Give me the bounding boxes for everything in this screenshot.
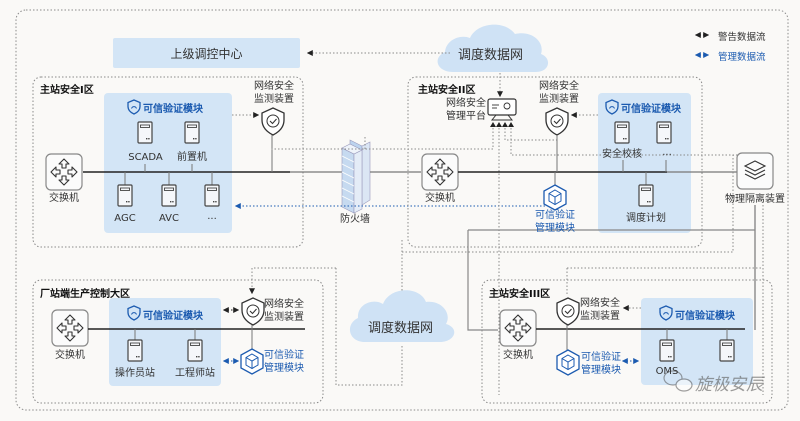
zone2-trust-mgmt-label: 可信验证管理模块 (535, 210, 575, 234)
server-label-more: ... (662, 147, 672, 158)
plant-switch-label: 交换机 (55, 350, 85, 361)
plant-monitor-shield-icon (241, 297, 265, 326)
zone2-trust-mgmt-cube-icon (543, 184, 567, 211)
server-label-security-check: 安全校核 (602, 149, 642, 160)
firewall-label: 防火墙 (340, 214, 370, 225)
server-icon (614, 121, 630, 144)
legend-warning: 警告数据流 (718, 29, 766, 43)
zone1-monitor-label: 网络安全监测装置 (254, 81, 294, 105)
zone3-switch-icon (499, 309, 537, 347)
zone3-trust-mgmt-label: 可信验证管理模块 (581, 352, 621, 376)
server-icon (719, 339, 735, 362)
plant-zone-title: 厂站端生产控制大区 (40, 289, 130, 300)
zone2-monitor-shield-icon (545, 107, 569, 136)
physical-isolator-icon (736, 152, 774, 190)
server-icon (638, 184, 654, 207)
dispatch-network-cloud-top (437, 24, 549, 72)
wechat-watermark-icon (663, 370, 693, 392)
cloud-middle-label: 调度数据网 (368, 321, 434, 336)
outer-frame (15, 9, 789, 411)
server-label-operator: 操作员站 (115, 368, 155, 379)
watermark-label: 旋极安辰 (695, 375, 763, 395)
server-label-avc: AVC (158, 213, 180, 224)
zone2-switch-label: 交换机 (425, 193, 455, 204)
zone3-monitor-shield-icon (556, 297, 580, 326)
superior-control-center-label: 上级调控中心 (113, 38, 300, 68)
zone1-title: 主站安全I区 (40, 85, 94, 96)
plant-trust-module-title: 可信验证模块 (143, 311, 203, 322)
zone3-trust-module-title: 可信验证模块 (675, 311, 735, 322)
zone1-monitor-shield-icon (261, 107, 285, 136)
server-icon (187, 339, 203, 362)
server-label-scada: SCADA (128, 152, 163, 163)
mgmt-platform-icon (487, 98, 517, 127)
zone3-trust-mgmt-cube-icon (556, 349, 580, 376)
zone2-mgmt-platform-label: 网络安全管理平台 (446, 98, 486, 122)
plant-panel (109, 298, 221, 386)
legend-mgmt-label: 管理数据流 (718, 52, 766, 63)
server-icon (659, 339, 675, 362)
zone3-frame (481, 279, 773, 404)
physical-isolator-label: 物理隔离装置 (725, 194, 785, 205)
zone2-title: 主站安全II区 (418, 85, 476, 96)
zone1-panel (104, 93, 232, 233)
zone1-trust-module-title: 可信验证模块 (143, 104, 203, 115)
zone2-monitor-label: 网络安全监测装置 (539, 81, 579, 105)
plant-monitor-label: 网络安全监测装置 (264, 299, 304, 323)
server-icon (117, 184, 133, 207)
zone2-frame (407, 76, 703, 248)
dispatch-network-cloud-middle (349, 290, 455, 342)
firewall-icon (341, 139, 371, 214)
server-label-dispatch-plan: 调度计划 (626, 213, 666, 224)
server-label-engineer: 工程师站 (175, 368, 215, 379)
server-icon (184, 121, 200, 144)
server-label-more: ... (207, 211, 217, 222)
zone1-switch-icon (45, 153, 83, 191)
server-icon (204, 184, 220, 207)
zone3-switch-label: 交换机 (503, 350, 533, 361)
legend-mgmt: 管理数据流 (718, 49, 766, 63)
zone1-switch-label: 交换机 (49, 193, 79, 204)
cloud-top-label: 调度数据网 (458, 48, 524, 63)
server-label-frontend: 前置机 (177, 152, 207, 163)
zone2-switch-icon (421, 153, 459, 191)
plant-zone-frame (32, 279, 324, 404)
legend-warning-label: 警告数据流 (718, 32, 766, 43)
zone3-title: 主站安全III区 (489, 289, 551, 300)
server-icon (656, 121, 672, 144)
zone3-panel (641, 298, 753, 385)
server-label-oms: OMS (655, 366, 679, 377)
server-label-agc: AGC (114, 213, 136, 224)
plant-switch-icon (51, 309, 89, 347)
zone1-frame (32, 76, 304, 248)
zone2-trust-module-title: 可信验证模块 (621, 104, 681, 115)
server-icon (161, 184, 177, 207)
zone3-monitor-label: 网络安全监测装置 (580, 298, 620, 322)
plant-trust-mgmt-cube-icon (240, 348, 264, 375)
plant-trust-mgmt-label: 可信验证管理模块 (264, 350, 304, 374)
server-icon (137, 121, 153, 144)
server-icon (127, 339, 143, 362)
